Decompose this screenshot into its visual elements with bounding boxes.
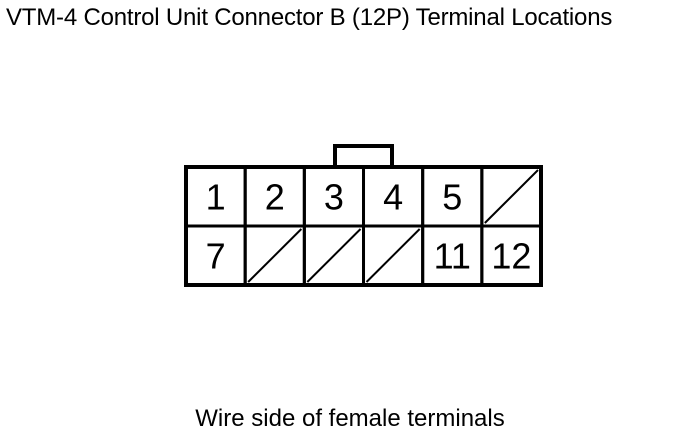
terminal-number: 4	[383, 177, 403, 218]
terminal-number: 2	[265, 177, 285, 218]
terminal-number: 1	[206, 177, 226, 218]
unused-terminal-slash	[365, 228, 421, 283]
terminal-number: 7	[206, 236, 226, 277]
diagram-title: VTM-4 Control Unit Connector B (12P) Ter…	[6, 4, 613, 31]
terminal-number: 3	[324, 177, 344, 218]
unused-terminal-slash	[484, 169, 539, 224]
terminal-number: 12	[491, 236, 531, 277]
terminal-cell	[480, 224, 543, 287]
connector-lock-tab	[333, 144, 394, 167]
unused-terminal-slash	[247, 228, 303, 283]
terminal-number: 11	[434, 236, 471, 277]
unused-terminal-slash	[306, 228, 362, 283]
terminal-number: 5	[442, 177, 462, 218]
diagram-caption: Wire side of female terminals	[195, 405, 505, 432]
